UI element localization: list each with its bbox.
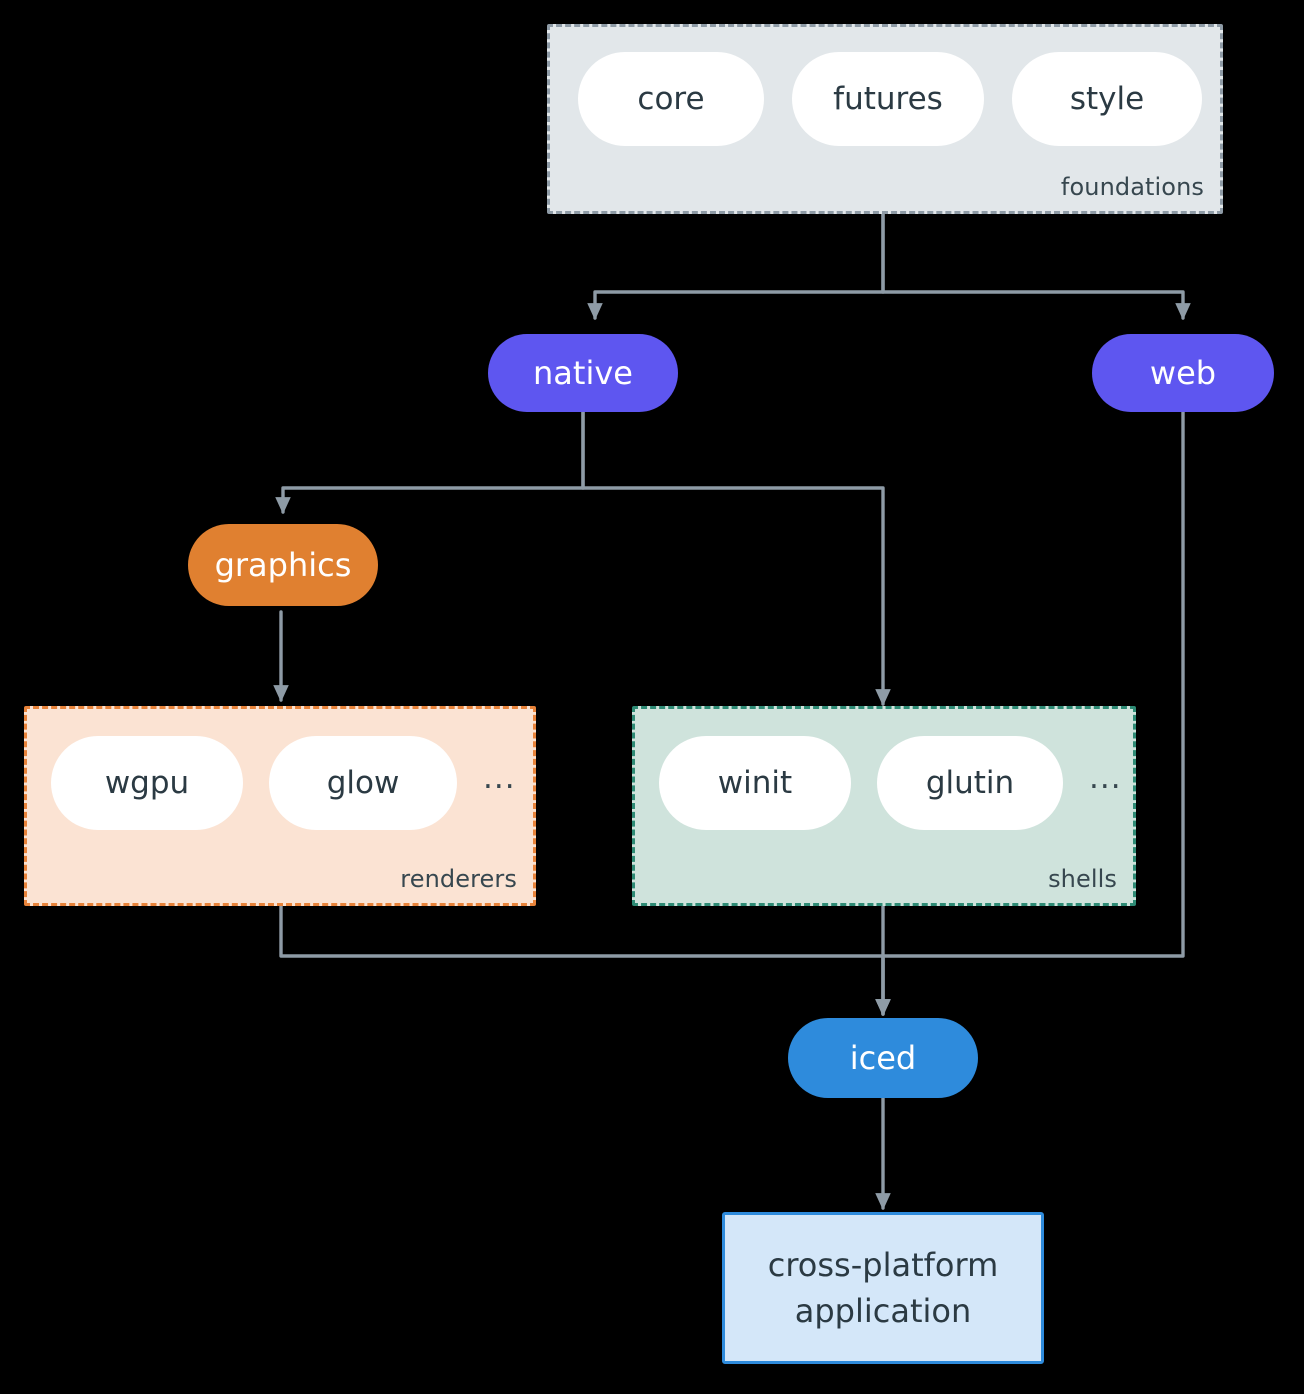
pill-futures-label: futures [833,81,943,117]
edge-renderers-to-iced [279,904,891,1017]
group-label-renderers: renderers [400,865,517,893]
application-label-line2: application [794,1292,972,1330]
group-shells: winit glutin ... shells [632,706,1136,906]
application-label-line1: cross-platform [767,1245,999,1284]
pill-winit[interactable]: winit [659,736,851,830]
pill-glutin-label: glutin [925,765,1015,801]
edge-native-to-shells [581,410,891,707]
pill-style[interactable]: style [1012,52,1202,146]
node-iced[interactable]: iced [788,1018,978,1098]
node-native-label: native [533,354,633,392]
renderers-items: wgpu glow ... [51,736,516,830]
node-iced-label: iced [849,1039,917,1077]
node-graphics-label: graphics [214,546,352,584]
renderers-more-ellipsis: ... [483,759,516,796]
group-foundations: core futures style foundations [547,24,1223,214]
group-renderers: wgpu glow ... renderers [24,706,536,906]
group-label-foundations: foundations [1060,173,1204,201]
pill-core[interactable]: core [578,52,764,146]
pill-style-label: style [1069,81,1145,117]
node-native[interactable]: native [488,334,678,412]
pill-glow-label: glow [326,765,400,801]
shells-more-ellipsis: ... [1089,759,1122,796]
edge-native-to-graphics [275,410,585,515]
node-cross-platform-application[interactable]: cross-platform application [722,1212,1044,1364]
pill-wgpu-label: wgpu [104,765,190,801]
edge-foundations-to-native [587,212,885,321]
node-web-label: web [1149,354,1217,392]
group-label-shells: shells [1048,865,1117,893]
node-web[interactable]: web [1092,334,1274,412]
pill-glutin[interactable]: glutin [877,736,1063,830]
pill-glow[interactable]: glow [269,736,457,830]
pill-futures[interactable]: futures [792,52,984,146]
pill-winit-label: winit [717,765,793,801]
edge-foundations-to-web [881,212,1191,321]
foundations-items: core futures style [578,52,1202,146]
node-graphics[interactable]: graphics [188,524,378,606]
shells-items: winit glutin ... [659,736,1122,830]
pill-wgpu[interactable]: wgpu [51,736,243,830]
pill-core-label: core [637,81,705,117]
